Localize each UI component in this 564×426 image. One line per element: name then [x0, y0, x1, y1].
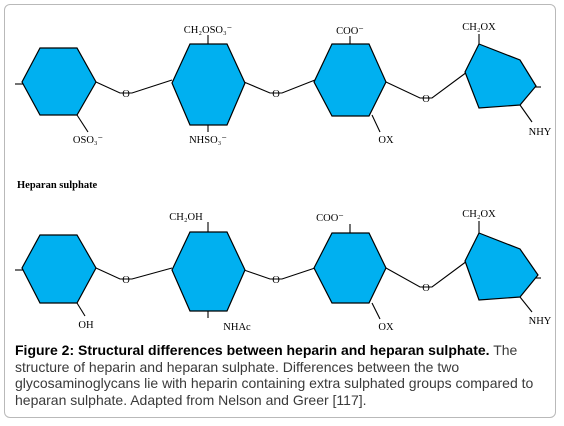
heparin-bond-ox: [371, 114, 381, 133]
caption-title: Figure 2: Structural differences between…: [15, 342, 490, 358]
heparan-linkage-1: [95, 267, 173, 280]
heparan-linkage-o-1: O: [122, 275, 130, 286]
heparin-label-ch2ox: CH₂OX: [462, 22, 496, 33]
heparin-linkage-o-1: O: [122, 89, 130, 100]
heparin-linkage-1: [95, 79, 173, 94]
heparan-bond-ox: [371, 302, 381, 320]
heparan-label-nhac: NHAc: [223, 322, 251, 333]
heparin-label-coo: COO⁻: [336, 26, 364, 37]
heparan-ring-3: [313, 232, 387, 304]
heparan-section-title: Heparan sulphate: [17, 180, 98, 191]
heparin-ring-2: [171, 43, 246, 126]
heparin-linkage-3: [385, 71, 468, 99]
heparan-bond-oh: [76, 302, 86, 317]
heparin-label-nhso3: NHSO₃⁻: [189, 135, 227, 146]
heparin-chain: O O O CH₂OSO₃⁻ COO⁻ CH₂OX OSO₃⁻ NHSO₃⁻ O…: [15, 22, 552, 146]
heparin-bond-osulfate: [76, 114, 89, 133]
heparin-ring-3: [313, 43, 387, 117]
heparin-label-ch2oso3: CH₂OSO₃⁻: [184, 25, 233, 36]
heparin-linkage-o-3: O: [422, 94, 430, 105]
heparan-linkage-o-2: O: [272, 275, 280, 286]
heparan-label-oh: OH: [78, 320, 94, 331]
heparan-ring-4: [464, 232, 539, 301]
heparin-ring-4: [464, 43, 537, 109]
heparan-label-coo: COO⁻: [316, 213, 344, 224]
heparan-linkage-2: [243, 267, 316, 280]
heparan-label-ch2oh: CH₂OH: [169, 212, 203, 223]
caption-body: The structure of heparin and heparan sul…: [15, 342, 534, 408]
heparan-label-ox: OX: [378, 322, 394, 333]
heparan-linkage-3: [385, 260, 468, 288]
heparin-ring-1: [21, 47, 97, 116]
heparin-linkage-2: [243, 79, 316, 94]
heparan-linkage-o-3: O: [422, 283, 430, 294]
heparan-chain: O O O CH₂OH COO⁻ CH₂OX OH NHAc OX NHY: [15, 209, 552, 333]
heparin-label-oso3: OSO₃⁻: [73, 135, 104, 146]
heparin-label-nhy: NHY: [529, 127, 552, 138]
heparan-ring-2: [171, 231, 246, 312]
figure-frame: [4, 4, 556, 418]
heparin-label-ox: OX: [378, 135, 394, 146]
heparan-label-ch2ox: CH₂OX: [462, 209, 496, 220]
heparin-bond-nhy: [519, 104, 533, 123]
heparan-label-nhy: NHY: [529, 316, 552, 327]
figure-caption: Figure 2: Structural differences between…: [15, 342, 553, 408]
heparan-bond-nhy: [519, 296, 533, 313]
heparan-ring-1: [21, 234, 97, 304]
heparin-linkage-o-2: O: [272, 89, 280, 100]
